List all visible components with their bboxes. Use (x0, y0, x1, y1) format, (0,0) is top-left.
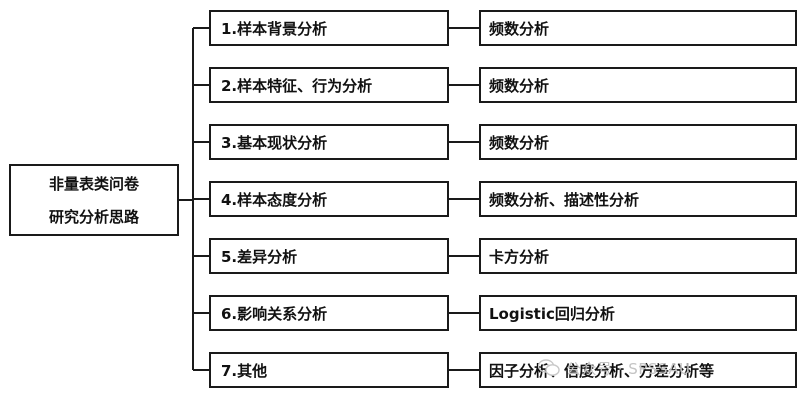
method-label: 频数分析 (489, 19, 550, 38)
root-title-line2: 研究分析思路 (48, 208, 139, 226)
method-box-2: 频数分析 (479, 67, 797, 103)
method-label: 频数分析、描述性分析 (489, 190, 640, 209)
method-label: 卡方分析 (489, 247, 550, 266)
step-label: 1.样本背景分析 (221, 19, 328, 38)
watermark-text: 公众号 · SPSSAU (566, 360, 691, 378)
step-box-2: 2.样本特征、行为分析 (209, 67, 449, 103)
method-box-5: 卡方分析 (479, 238, 797, 274)
step-label: 5.差异分析 (221, 247, 298, 266)
method-label: Logistic回归分析 (489, 304, 615, 323)
method-box-6: Logistic回归分析 (479, 295, 797, 331)
step-box-7: 7.其他 (209, 352, 449, 388)
step-box-1: 1.样本背景分析 (209, 10, 449, 46)
root-node: 非量表类问卷 研究分析思路 (9, 164, 179, 236)
method-label: 因子分析、信度分析、方差分析等 (489, 361, 715, 380)
method-box-1: 频数分析 (479, 10, 797, 46)
root-title-line1: 非量表类问卷 (48, 175, 139, 193)
wechat-icon (538, 359, 560, 376)
step-label: 4.样本态度分析 (221, 190, 328, 209)
step-box-5: 5.差异分析 (209, 238, 449, 274)
step-label: 6.影响关系分析 (221, 304, 328, 323)
method-label: 频数分析 (489, 133, 550, 152)
step-label: 7.其他 (221, 361, 268, 380)
step-label: 3.基本现状分析 (221, 133, 328, 152)
step-label: 2.样本特征、行为分析 (221, 76, 373, 95)
method-box-3: 频数分析 (479, 124, 797, 160)
method-box-7: 因子分析、信度分析、方差分析等 (479, 352, 797, 388)
step-box-6: 6.影响关系分析 (209, 295, 449, 331)
step-box-4: 4.样本态度分析 (209, 181, 449, 217)
method-label: 频数分析 (489, 76, 550, 95)
method-box-4: 频数分析、描述性分析 (479, 181, 797, 217)
step-box-3: 3.基本现状分析 (209, 124, 449, 160)
